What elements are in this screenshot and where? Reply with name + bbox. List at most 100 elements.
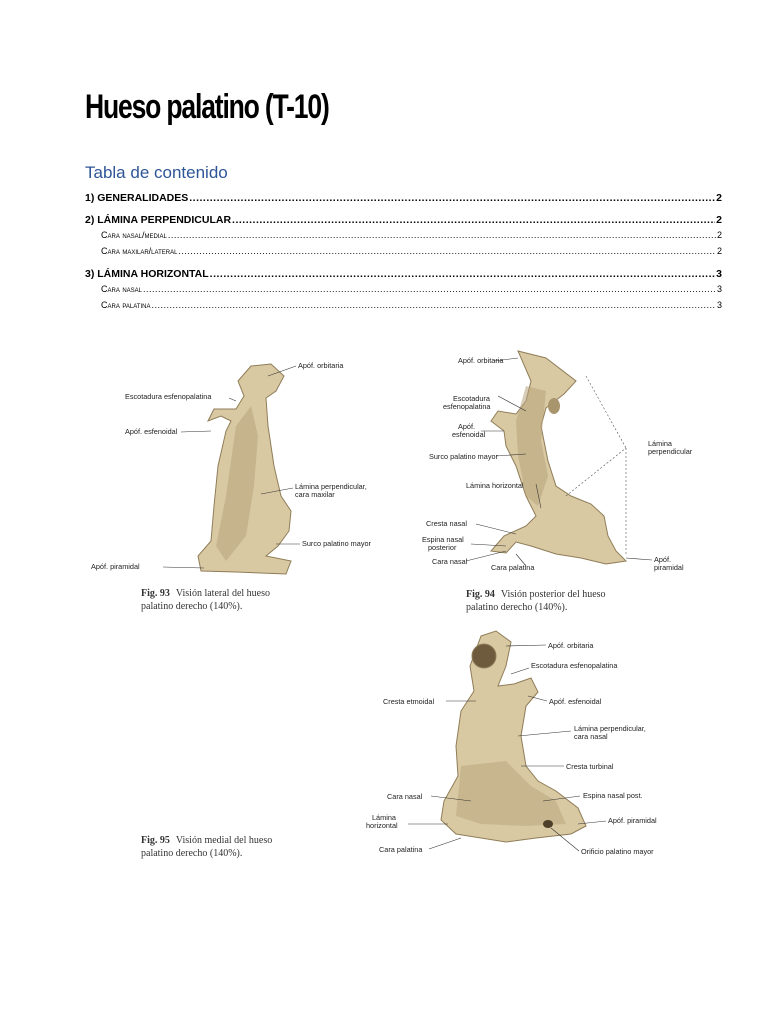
fig93-leader (267, 365, 297, 377)
fig93-leader (228, 397, 237, 402)
toc-entry-label: 2) LÁMINA PERPENDICULAR (85, 214, 232, 226)
toc-entry-label: Cara palatina (101, 300, 151, 310)
fig95-label-horiz1: Lámina (372, 813, 397, 822)
toc-entry-page: 3 (716, 268, 722, 280)
fig94-label-piramidal2: piramidal (654, 563, 684, 572)
toc-heading: Tabla de contenido (85, 163, 228, 182)
fig94-leader (515, 553, 527, 567)
fig94-label-perp2: perpendicular (648, 447, 693, 456)
fig95-leader (428, 837, 462, 850)
fig94-leader (470, 543, 507, 547)
fig94-label-cresta: Cresta nasal (426, 519, 467, 528)
fig93-label-escotadura: Escotadura esfenopalatina (125, 392, 212, 401)
fig94-label-esfenoidal2: esfenoidal (452, 430, 486, 439)
fig95-label-lamina1: Lámina perpendicular, (574, 724, 646, 733)
fig93-leader (180, 430, 212, 433)
toc-leader-dots (151, 300, 716, 310)
fig95-label-piramidal: Apóf. piramidal (608, 816, 657, 825)
fig94-caption-line2: palatino derecho (140%). (466, 602, 567, 613)
fig93-caption-num: Fig. 93 (141, 588, 170, 599)
fig94-label-perp1: Lámina (648, 439, 673, 448)
fig94-caption-text1: Visión posterior del hueso (501, 589, 606, 600)
fig95-bone-foramen (543, 820, 553, 828)
fig95-leader (505, 644, 547, 647)
fig93-label-lamina2: cara maxilar (295, 490, 335, 499)
fig94-bone-shape (490, 350, 628, 565)
page-title: Hueso palatino (T-10) (85, 88, 330, 126)
toc-leader-dots (168, 230, 716, 240)
fig93-caption-line2: palatino derecho (140%). (141, 601, 242, 612)
fig95-caption-num: Fig. 95 (141, 835, 170, 846)
fig94-leader (495, 453, 527, 457)
toc-entry-page: 2 (716, 192, 722, 204)
fig95-leader (517, 730, 572, 737)
fig94-label-horizontal: Lámina horizontal (466, 481, 524, 490)
fig94-leader (465, 550, 507, 562)
toc-entry-generalidades[interactable]: 1) GENERALIDADES 2 (85, 192, 722, 206)
fig95-leader (430, 795, 472, 802)
fig94-label-escotadura2: esfenopalatina (443, 402, 491, 411)
fig93-label-lamina1: Lámina perpendicular, (295, 482, 367, 491)
toc-entry-cara-maxilar-lateral[interactable]: Cara maxilar/lateral 2 (101, 246, 722, 260)
toc-entry-label: 3) LÁMINA HORIZONTAL (85, 268, 209, 280)
fig94-leader (475, 523, 517, 535)
fig95-label-carapalatina: Cara palatina (379, 845, 423, 854)
toc-entry-page: 2 (716, 230, 722, 240)
toc-entry-lamina-horizontal[interactable]: 3) LÁMINA HORIZONTAL 3 (85, 268, 722, 282)
fig94-bone-shadow (516, 386, 548, 506)
fig94-label-espina2: posterior (428, 543, 457, 552)
fig94-bone-foramen (548, 398, 560, 414)
fig93-caption-text1: Visión lateral del hueso (176, 588, 270, 599)
fig94-label-esfenoidal1: Apóf. (458, 422, 475, 431)
toc-leader-dots (210, 268, 716, 280)
table-of-contents: 1) GENERALIDADES 2 2) LÁMINA PERPENDICULA… (85, 190, 722, 314)
fig95-label-orificio: Orificio palatino mayor (581, 847, 654, 856)
fig95-label-esfenoidal: Apóf. esfenoidal (549, 697, 602, 706)
fig95-label-etmoidal: Cresta etmoidal (383, 697, 434, 706)
fig94-label-espina1: Espina nasal (422, 535, 464, 544)
fig93-label-surco: Surco palatino mayor (302, 539, 372, 548)
fig94-dashed-leader (565, 375, 627, 556)
fig95-leader (542, 795, 581, 802)
fig95-caption-line2: palatino derecho (140%). (141, 848, 242, 859)
toc-entry-page: 2 (716, 246, 722, 256)
fig94-label-piramidal1: Apóf. (654, 555, 671, 564)
fig95-label-escotadura: Escotadura esfenopalatina (531, 661, 618, 670)
fig93-label-piramidal: Apóf. piramidal (91, 562, 140, 571)
fig94-leader (535, 483, 542, 509)
fig94-posterior-view: Apóf. orbitaria Escotadura esfenopalatin… (422, 350, 693, 613)
fig95-bone-shadow (456, 761, 566, 826)
anatomy-illustration: Apóf. orbitaria Escotadura esfenopalatin… (91, 350, 693, 859)
toc-entry-page: 2 (716, 214, 722, 226)
toc-leader-dots (232, 214, 715, 226)
toc-entry-label: Cara nasal/medial (101, 230, 167, 240)
toc-entry-lamina-perpendicular[interactable]: 2) LÁMINA PERPENDICULAR 2 (85, 214, 722, 228)
fig95-label-caranasal: Cara nasal (387, 792, 423, 801)
toc-entry-label: Cara maxilar/lateral (101, 246, 178, 256)
toc-entry-cara-nasal[interactable]: Cara nasal3 (101, 284, 722, 298)
toc-entry-label: 1) GENERALIDADES (85, 192, 189, 204)
fig93-lateral-view: Apóf. orbitaria Escotadura esfenopalatin… (91, 361, 372, 612)
fig95-leader (577, 820, 607, 825)
fig94-leader (493, 357, 519, 362)
toc-leader-dots (178, 246, 716, 256)
fig93-leader (162, 566, 205, 569)
toc-entry-cara-nasal-medial[interactable]: Cara nasal/medial 2 (101, 230, 722, 244)
fig93-label-esfenoidal: Apóf. esfenoidal (125, 427, 178, 436)
fig94-leader (497, 395, 527, 412)
fig95-label-espina: Espina nasal post. (583, 791, 643, 800)
fig94-caption-num: Fig. 94 (466, 589, 495, 600)
fig95-leader (550, 827, 580, 852)
toc-leader-dots (143, 284, 716, 294)
fig94-caption-line1: Fig. 94 Visión posterior del hueso (466, 589, 606, 600)
toc-entry-label: Cara nasal (101, 284, 143, 294)
fig95-label-lamina2: cara nasal (574, 732, 608, 741)
fig93-label-orbitaria: Apóf. orbitaria (298, 361, 344, 370)
toc-entry-cara-palatina[interactable]: Cara palatina 3 (101, 300, 722, 314)
fig95-medial-view: Apóf. orbitaria Escotadura esfenopalatin… (141, 630, 657, 859)
fig94-label-caranasal: Cara nasal (432, 557, 468, 566)
toc-entry-page: 3 (716, 300, 722, 310)
fig94-leader (625, 557, 653, 561)
fig94-label-escotadura1: Escotadura (453, 394, 491, 403)
